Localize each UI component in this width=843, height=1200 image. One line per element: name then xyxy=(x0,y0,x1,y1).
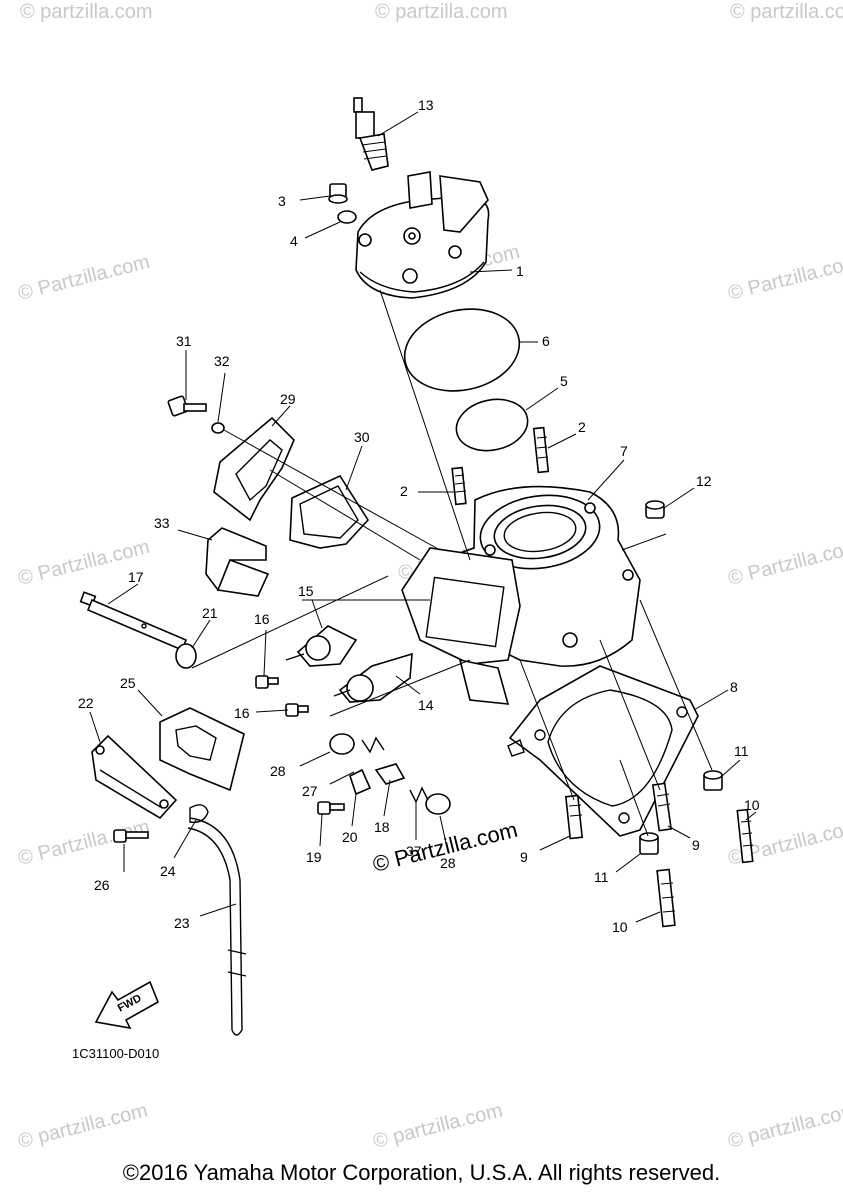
stud-bolt xyxy=(532,426,550,474)
watermark: © partzilla.com xyxy=(20,1,153,23)
power-valve xyxy=(333,652,413,703)
fwd-arrow-icon: FWD xyxy=(94,980,160,1030)
cap-nut xyxy=(645,500,665,519)
callout-label: 7 xyxy=(620,443,628,459)
cylinder xyxy=(401,485,641,705)
callout-label: 3 xyxy=(278,193,286,209)
cap-bolt xyxy=(328,183,348,204)
nut xyxy=(703,770,723,791)
callout-label: 6 xyxy=(542,333,550,349)
o-ring xyxy=(455,398,529,452)
callout-label: 32 xyxy=(214,353,230,369)
washer xyxy=(337,210,357,224)
base-gasket xyxy=(507,665,699,837)
spring xyxy=(409,786,429,804)
callout-label: 14 xyxy=(418,697,434,713)
callout-label: 33 xyxy=(154,515,170,531)
callout-label: 15 xyxy=(298,583,314,599)
lever xyxy=(374,763,406,785)
bushing xyxy=(175,643,197,669)
leader-lines xyxy=(89,111,757,923)
stud-bolt xyxy=(651,782,673,832)
alignment-lines xyxy=(191,289,713,837)
callout-label: 2 xyxy=(400,483,408,499)
callout-label: 28 xyxy=(440,855,456,871)
watermark: © Partzilla.com xyxy=(726,536,843,590)
watermark: © Partzilla.com xyxy=(16,251,152,305)
callout-labels: 13 3 4 1 6 5 31 32 29 30 2 2 7 12 33 17 … xyxy=(78,97,760,935)
callout-label: 11 xyxy=(594,869,609,885)
callout-label: 2 xyxy=(578,419,586,435)
callout-label: 12 xyxy=(696,473,712,489)
spark-plug xyxy=(353,97,389,171)
valve-cover xyxy=(213,416,295,522)
callout-label: 9 xyxy=(692,837,700,853)
collar xyxy=(329,733,355,755)
callout-label: 5 xyxy=(560,373,568,389)
stud-bolt xyxy=(656,868,676,928)
callout-label: 8 xyxy=(730,679,738,695)
washer xyxy=(211,422,225,434)
screw xyxy=(113,829,149,843)
diagram-code: 1C31100-D010 xyxy=(72,1046,159,1061)
callout-label: 10 xyxy=(744,797,760,813)
screw xyxy=(255,675,279,689)
callout-label: 16 xyxy=(254,611,270,627)
watermark: © partzilla.com xyxy=(730,1,843,23)
callout-label: 25 xyxy=(120,675,136,691)
seal-block xyxy=(205,527,270,597)
callout-label: 16 xyxy=(234,705,250,721)
callout-label: 18 xyxy=(374,819,390,835)
spring xyxy=(361,736,385,754)
callout-label: 13 xyxy=(418,97,434,113)
callout-label: 23 xyxy=(174,915,190,931)
plate xyxy=(349,768,372,796)
callout-label: 24 xyxy=(160,863,176,879)
stud-bolt xyxy=(451,466,467,506)
head-gasket-ring xyxy=(403,308,521,392)
screw xyxy=(285,703,309,717)
side-cover xyxy=(91,734,178,820)
callout-label: 10 xyxy=(612,919,628,935)
watermark: © Partzilla.com xyxy=(726,251,843,305)
cylinder-head xyxy=(355,171,490,299)
valve-shaft xyxy=(79,591,188,652)
callout-label: 4 xyxy=(290,233,298,249)
screw xyxy=(317,801,345,815)
breather-hose xyxy=(187,817,247,1036)
callout-label: 28 xyxy=(270,763,286,779)
watermark: © partzilla.com xyxy=(375,1,508,23)
callout-label: 20 xyxy=(342,829,358,845)
watermark: © partzilla.com xyxy=(726,1099,843,1152)
callout-label: 1 xyxy=(516,263,524,279)
watermark: © partzilla.com xyxy=(371,1099,505,1152)
callout-label: 31 xyxy=(176,333,192,349)
copyright-notice: ©2016 Yamaha Motor Corporation, U.S.A. A… xyxy=(122,1160,721,1185)
callout-label: 26 xyxy=(94,877,110,893)
cover-gasket xyxy=(159,707,245,792)
stud-bolt xyxy=(736,808,754,864)
collar xyxy=(425,793,451,815)
callout-label: 9 xyxy=(520,849,528,865)
callout-label: 17 xyxy=(128,569,144,585)
callout-label: 19 xyxy=(306,849,322,865)
watermark: © Partzilla.com xyxy=(16,816,152,870)
flange-bolt xyxy=(167,395,207,417)
watermark: © partzilla.com xyxy=(16,1099,150,1152)
cover-gasket-outline xyxy=(299,485,359,539)
callout-label: 30 xyxy=(354,429,370,445)
callout-label: 11 xyxy=(734,743,749,759)
callout-label: 21 xyxy=(202,605,218,621)
callout-label: 29 xyxy=(280,391,296,407)
callout-label: 22 xyxy=(78,695,94,711)
callout-label: 37 xyxy=(406,843,422,859)
power-valve xyxy=(285,625,358,667)
callout-label: 27 xyxy=(302,783,318,799)
nut xyxy=(639,832,659,855)
stud-bolt xyxy=(564,794,584,840)
valve-cover-outline xyxy=(235,439,283,502)
